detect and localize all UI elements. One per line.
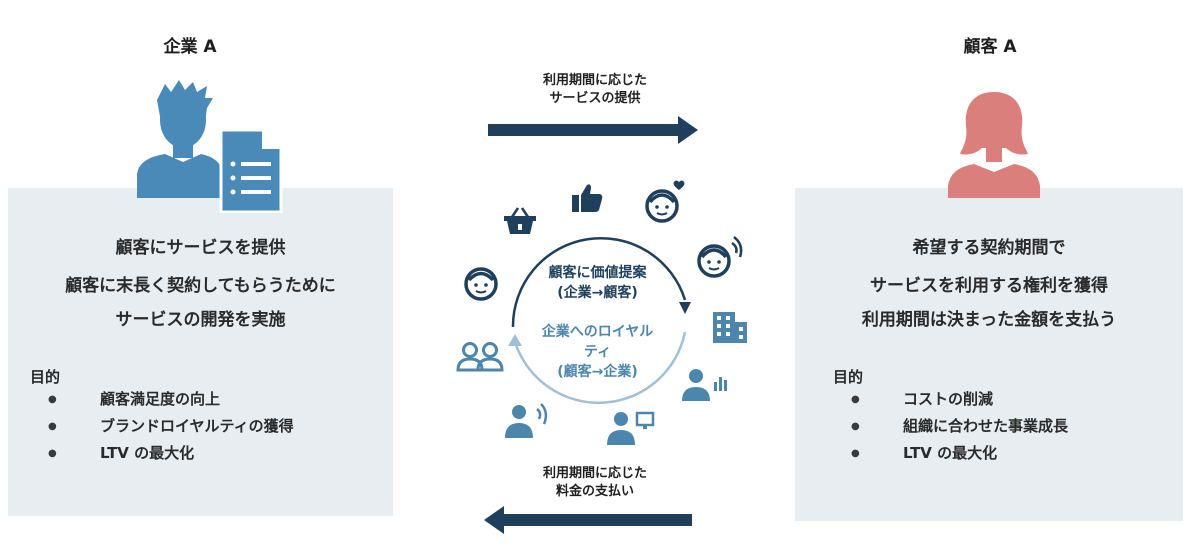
list-item: 組織に合わせた事業成長	[843, 413, 1068, 440]
person-chart-icon	[682, 369, 727, 401]
list-item: LTV の最大化	[843, 440, 1068, 467]
customer-line-2: サービスを利用する権利を獲得	[870, 276, 1108, 296]
company-line-3: サービスの開発を実施	[115, 310, 286, 330]
thumbs-up-icon	[572, 184, 603, 212]
top-flow-line-1: 利用期間に応じた	[542, 73, 647, 88]
users-group-icon	[456, 342, 504, 372]
company-panel: 顧客にサービスを提供 顧客に末長く契約してもらうために サービスの開発を実施 目…	[8, 188, 393, 516]
customer-line-1: 希望する契約期間で	[912, 238, 1066, 258]
loyalty-line-3: (顧客→企業)	[557, 364, 638, 380]
loyalty-text: 企業へのロイヤル ティ (顧客→企業)	[520, 322, 675, 382]
list-item: コストの削減	[843, 386, 1068, 413]
customer-line-3: 利用期間は決まった金額を支払う	[861, 310, 1117, 330]
company-purpose-label: 目的	[30, 368, 61, 386]
value-line-1: 顧客に価値提案	[548, 265, 647, 281]
bottom-flow-label: 利用期間に応じた 料金の支払い	[495, 465, 695, 501]
value-line-2: (企業→顧客)	[557, 285, 638, 301]
customer-goal-list: コストの削減 組織に合わせた事業成長 LTV の最大化	[843, 386, 1068, 467]
face-talking-icon	[697, 236, 743, 278]
company-title: 企業 A	[163, 37, 217, 57]
bottom-flow-line-2: 料金の支払い	[555, 484, 634, 499]
list-item: LTV の最大化	[40, 440, 294, 467]
bottom-flow-line-1: 利用期間に応じた	[542, 466, 647, 481]
face-heart-icon	[645, 180, 685, 223]
customer-title: 顧客 A	[963, 37, 1017, 57]
customer-panel: 希望する契約期間で サービスを利用する権利を獲得 利用期間は決まった金額を支払う…	[795, 188, 1183, 521]
value-proposal-text: 顧客に価値提案 (企業→顧客)	[520, 263, 675, 303]
face-icon	[464, 267, 498, 301]
person-speaking-icon	[505, 403, 548, 438]
company-person-document-icon	[137, 80, 283, 213]
person-monitor-icon	[607, 411, 655, 445]
cycle-arrows	[508, 236, 691, 405]
company-goal-list: 顧客満足度の向上 ブランドロイヤルティの獲得 LTV の最大化	[40, 386, 294, 467]
top-flow-line-2: サービスの提供	[549, 91, 641, 106]
building-icon	[713, 312, 747, 343]
list-item: ブランドロイヤルティの獲得	[40, 413, 294, 440]
company-line-1: 顧客にサービスを提供	[115, 238, 286, 258]
loyalty-line-2: ティ	[583, 344, 612, 360]
company-line-2: 顧客に末長く契約してもらうために	[65, 276, 336, 296]
basket-icon	[504, 207, 536, 234]
arrow-right-icon	[488, 116, 698, 144]
loyalty-line-1: 企業へのロイヤル	[541, 324, 654, 340]
arrow-left-icon	[484, 506, 692, 534]
customer-purpose-label: 目的	[833, 368, 864, 386]
list-item: 顧客満足度の向上	[40, 386, 294, 413]
top-flow-label: 利用期間に応じた サービスの提供	[495, 72, 695, 108]
customer-person-icon	[948, 92, 1040, 198]
